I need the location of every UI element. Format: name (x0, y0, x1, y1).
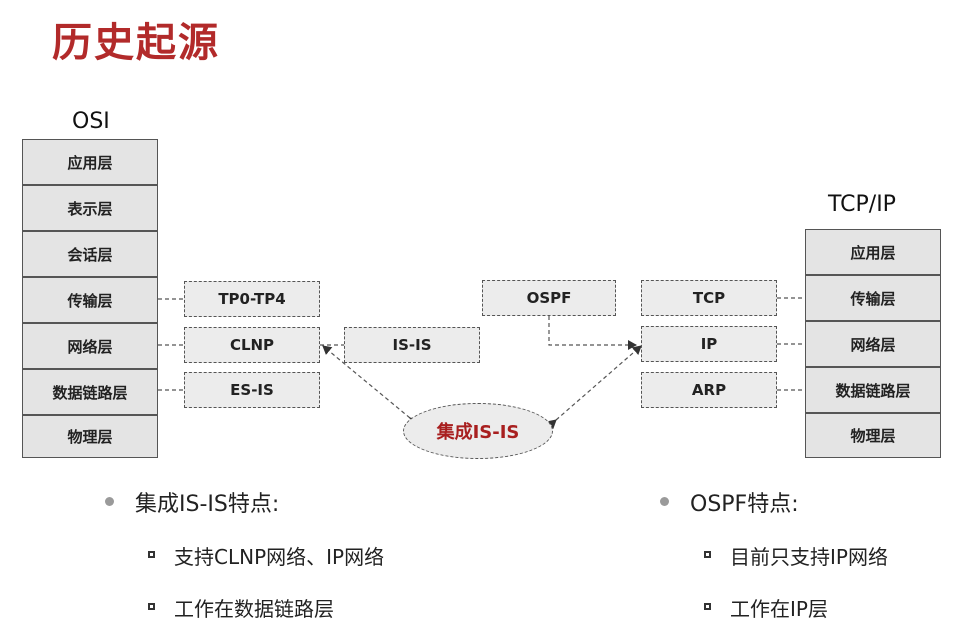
proto-tcp: TCP (641, 280, 777, 316)
proto-arp: ARP (641, 372, 777, 408)
integrated-isis-node: 集成IS-IS (403, 403, 553, 459)
integrated-ip-arrow (546, 345, 642, 430)
osi-layer-transport: 传输层 (22, 277, 158, 323)
page-title: 历史起源 (52, 20, 220, 66)
osi-label: OSI (72, 109, 110, 134)
square-bullet-icon (704, 551, 711, 558)
proto-clnp: CLNP (184, 327, 320, 363)
square-bullet-icon (148, 603, 155, 610)
bullet-dot-icon (105, 497, 114, 506)
proto-ospf: OSPF (482, 280, 616, 316)
ospf-features-heading: OSPF特点: (690, 492, 799, 517)
isis-feature-item: 支持CLNP网络、IP网络 (174, 545, 385, 569)
ospf-feature-item: 工作在IP层 (730, 597, 828, 621)
osi-layer-network: 网络层 (22, 323, 158, 369)
tcpip-layer-datalink: 数据链路层 (805, 367, 941, 413)
square-bullet-icon (148, 551, 155, 558)
tcpip-layer-transport: 传输层 (805, 275, 941, 321)
osi-layer-physical: 物理层 (22, 415, 158, 458)
isis-features-heading: 集成IS-IS特点: (135, 492, 280, 517)
proto-tp0-tp4: TP0-TP4 (184, 281, 320, 317)
isis-feature-item: 工作在数据链路层 (174, 597, 334, 621)
osi-layer-presentation: 表示层 (22, 185, 158, 231)
integrated-clnp-arrow (322, 345, 420, 427)
osi-layer-datalink: 数据链路层 (22, 369, 158, 415)
proto-is-is: IS-IS (344, 327, 480, 363)
tcpip-layer-network: 网络层 (805, 321, 941, 367)
proto-es-is: ES-IS (184, 372, 320, 408)
tcpip-layer-physical: 物理层 (805, 413, 941, 458)
osi-layer-application: 应用层 (22, 139, 158, 185)
proto-ip: IP (641, 326, 777, 362)
square-bullet-icon (704, 603, 711, 610)
bullet-dot-icon (660, 497, 669, 506)
ospf-ip-arrow (548, 316, 637, 350)
tcpip-layer-application: 应用层 (805, 229, 941, 275)
ospf-feature-item: 目前只支持IP网络 (730, 545, 888, 569)
osi-layer-session: 会话层 (22, 231, 158, 277)
tcpip-label: TCP/IP (828, 192, 896, 217)
